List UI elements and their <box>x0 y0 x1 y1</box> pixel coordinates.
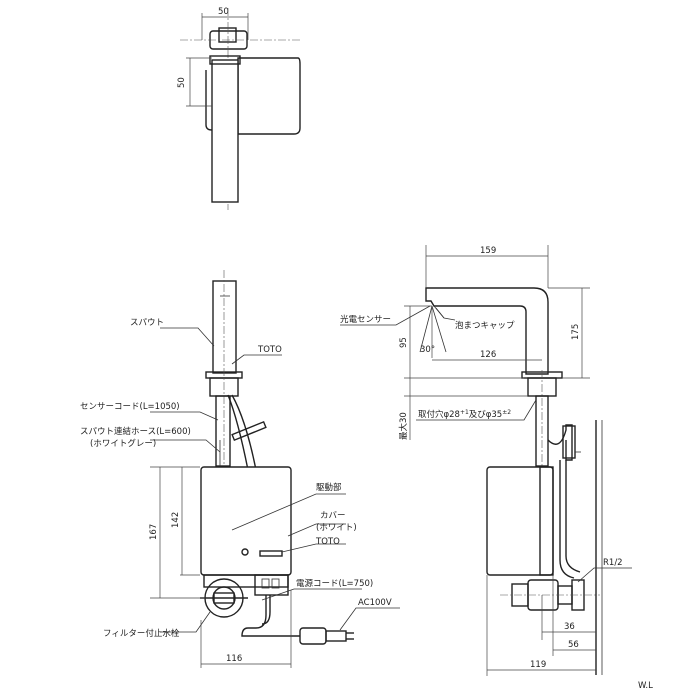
top-view: 50 50 <box>177 7 301 210</box>
leader-filter-valve <box>160 611 211 633</box>
side-bracket <box>547 424 573 461</box>
side-clip <box>562 425 576 459</box>
dim-top-width: 50 <box>218 7 229 17</box>
leader-drive-unit <box>231 493 346 531</box>
leader-mount-hole <box>416 399 537 421</box>
label-ac100v: AC100V <box>358 598 392 608</box>
power-plug <box>299 627 327 645</box>
top-drive-box <box>237 57 301 135</box>
dim-167: 167 <box>149 524 159 540</box>
label-power-cord: 電源コード(L=750) <box>296 579 373 589</box>
side-view: 159 175 95 126 30° 最大30 光電センサー 泡まつキャップ 取… <box>340 245 653 691</box>
label-hose-line1: スパウト連結ホース(L=600) <box>80 426 191 437</box>
leader-cover <box>287 523 346 537</box>
label-max30: 最大30 <box>398 412 409 440</box>
terminal <box>271 578 280 589</box>
cord-clip <box>231 420 267 442</box>
top-spout-flange <box>209 55 241 65</box>
drive-unit <box>200 466 292 576</box>
mount-hole-sup2: ±2 <box>502 409 511 416</box>
mount-hole-sup1: +1 <box>460 409 469 416</box>
leader-foam-cap <box>435 307 456 321</box>
top-spout-body <box>211 59 239 203</box>
power-plug-head <box>325 630 347 642</box>
label-filter-valve: フィルター付止水栓 <box>103 628 180 639</box>
top-box-left <box>205 70 213 131</box>
power-cord-inner <box>261 595 271 625</box>
leader-hose <box>150 439 221 453</box>
leader-spout <box>160 327 215 347</box>
label-cover-line1: カバー <box>320 511 346 521</box>
sensor-cord-path <box>227 394 249 471</box>
label-mount-hole: 取付穴φ28+1及びφ35±2 <box>418 409 511 420</box>
label-cover-line2: (ホワイト) <box>316 523 357 533</box>
dim-top-height: 50 <box>177 77 187 88</box>
leader-light-sensor <box>340 305 431 326</box>
label-sensor-cord: センサーコード(L=1050) <box>80 402 180 412</box>
spout-profile <box>425 287 549 375</box>
leader-r12 <box>577 567 632 583</box>
dim-36: 36 <box>564 622 575 632</box>
label-toto-top: TOTO <box>257 345 282 355</box>
leader-toto-unit <box>281 543 346 553</box>
dim-95: 95 <box>399 337 409 348</box>
side-shank <box>535 395 549 467</box>
dim-119: 119 <box>530 660 546 670</box>
dim-159: 159 <box>480 246 496 256</box>
label-light-sensor: 光電センサー <box>340 314 391 325</box>
side-drive-unit <box>486 466 554 576</box>
sensor-cord-path <box>231 394 257 471</box>
dim-116: 116 <box>226 654 242 664</box>
label-drive-unit: 駆動部 <box>316 482 342 493</box>
leader-toto-top <box>231 354 282 365</box>
mount-hole-mid: 及びφ35 <box>469 410 502 420</box>
spout-body <box>212 280 237 374</box>
drive-unit-logo-plate <box>259 550 283 557</box>
terminal <box>261 578 270 589</box>
sensor-beam <box>419 305 433 353</box>
leader-sensor-cord <box>150 411 219 421</box>
shank <box>215 395 231 467</box>
leader-power-cord <box>261 588 362 601</box>
supply-pipe-inner <box>565 460 581 573</box>
dim-angle: 30° <box>420 345 435 355</box>
leader-ac100v <box>339 607 400 631</box>
label-r12: R1/2 <box>603 558 623 568</box>
label-wl: W.L <box>638 681 653 691</box>
dim-126: 126 <box>480 350 496 360</box>
top-mount-nut <box>218 27 237 43</box>
terminal-block <box>254 574 289 596</box>
dim-56: 56 <box>568 640 579 650</box>
mount-hole-a: 取付穴φ28 <box>418 409 460 420</box>
label-hose-line2: (ホワイトグレー) <box>90 438 156 449</box>
dim-142: 142 <box>171 512 181 528</box>
side-drive-cover-edge <box>539 466 554 576</box>
power-cord <box>241 595 300 637</box>
drive-unit-indicator <box>241 548 249 556</box>
supply-pipe <box>559 460 575 579</box>
sensor-beam <box>431 305 447 353</box>
front-view: スパウト TOTO センサーコード(L=1050) スパウト連結ホース(L=60… <box>80 270 400 668</box>
label-foam-cap: 泡まつキャップ <box>455 320 515 331</box>
label-spout: スパウト <box>130 318 164 328</box>
label-toto-unit: TOTO <box>315 537 340 547</box>
dim-175: 175 <box>571 324 581 340</box>
